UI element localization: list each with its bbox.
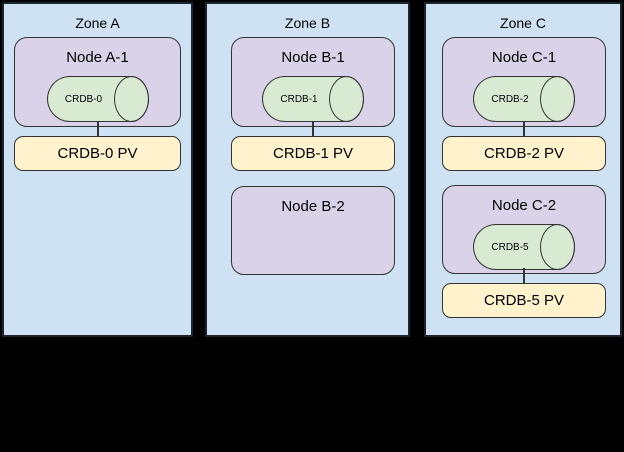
crdb-1-cylinder-icon: CRDB-1 (262, 76, 364, 122)
crdb-2-label: CRDB-2 (491, 93, 529, 105)
crdb-5-cylinder-icon: CRDB-5 (473, 224, 575, 270)
node-c1: Node C-1 CRDB-2 (442, 37, 606, 127)
node-b2: Node B-2 (231, 186, 395, 275)
cylinder-cap-icon (113, 76, 149, 122)
zone-a-label: Zone A (75, 15, 120, 31)
crdb-5-label: CRDB-5 (491, 241, 529, 253)
node-b1-label: Node B-1 (281, 49, 345, 66)
node-a1: Node A-1 CRDB-0 (14, 37, 181, 127)
cylinder-cap-icon (540, 224, 575, 270)
crdb-2-pv-box: CRDB-2 PV (442, 136, 606, 171)
crdb-1-label: CRDB-1 (280, 93, 318, 105)
connector-b1-pv (312, 121, 314, 137)
connector-a1-pv (97, 121, 99, 137)
zone-c-label: Zone C (500, 15, 546, 31)
crdb-5-pv-label: CRDB-5 PV (483, 292, 565, 309)
cylinder-cap-icon (540, 76, 575, 122)
zone-c: Zone C Node C-1 CRDB-2 CRDB-2 PV Node C-… (424, 2, 622, 337)
crdb-2-cylinder-icon: CRDB-2 (473, 76, 575, 122)
node-c2: Node C-2 CRDB-5 (442, 185, 606, 274)
node-c1-label: Node C-1 (491, 49, 557, 66)
crdb-0-label: CRDB-0 (64, 93, 103, 105)
crdb-2-pv-label: CRDB-2 PV (483, 145, 565, 162)
node-b1: Node B-1 CRDB-1 (231, 37, 395, 127)
crdb-0-pv-box: CRDB-0 PV (14, 136, 181, 171)
zone-a: Zone A Node A-1 CRDB-0 CRDB-0 PV (2, 2, 193, 337)
crdb-5-pv-box: CRDB-5 PV (442, 283, 606, 318)
connector-c1-pv (523, 121, 525, 137)
crdb-0-pv-label: CRDB-0 PV (57, 145, 138, 162)
crdb-1-pv-label: CRDB-1 PV (272, 145, 354, 162)
node-a1-label: Node A-1 (66, 49, 129, 66)
crdb-0-cylinder-icon: CRDB-0 (46, 76, 149, 122)
node-c2-label: Node C-2 (491, 197, 557, 214)
zone-b: Zone B Node B-1 CRDB-1 CRDB-1 PV Node B-… (205, 2, 410, 337)
zone-b-label: Zone B (284, 15, 331, 31)
crdb-1-pv-box: CRDB-1 PV (231, 136, 395, 171)
node-b2-label: Node B-2 (281, 198, 345, 215)
connector-c2-pv (523, 268, 525, 283)
cylinder-cap-icon (329, 76, 364, 122)
